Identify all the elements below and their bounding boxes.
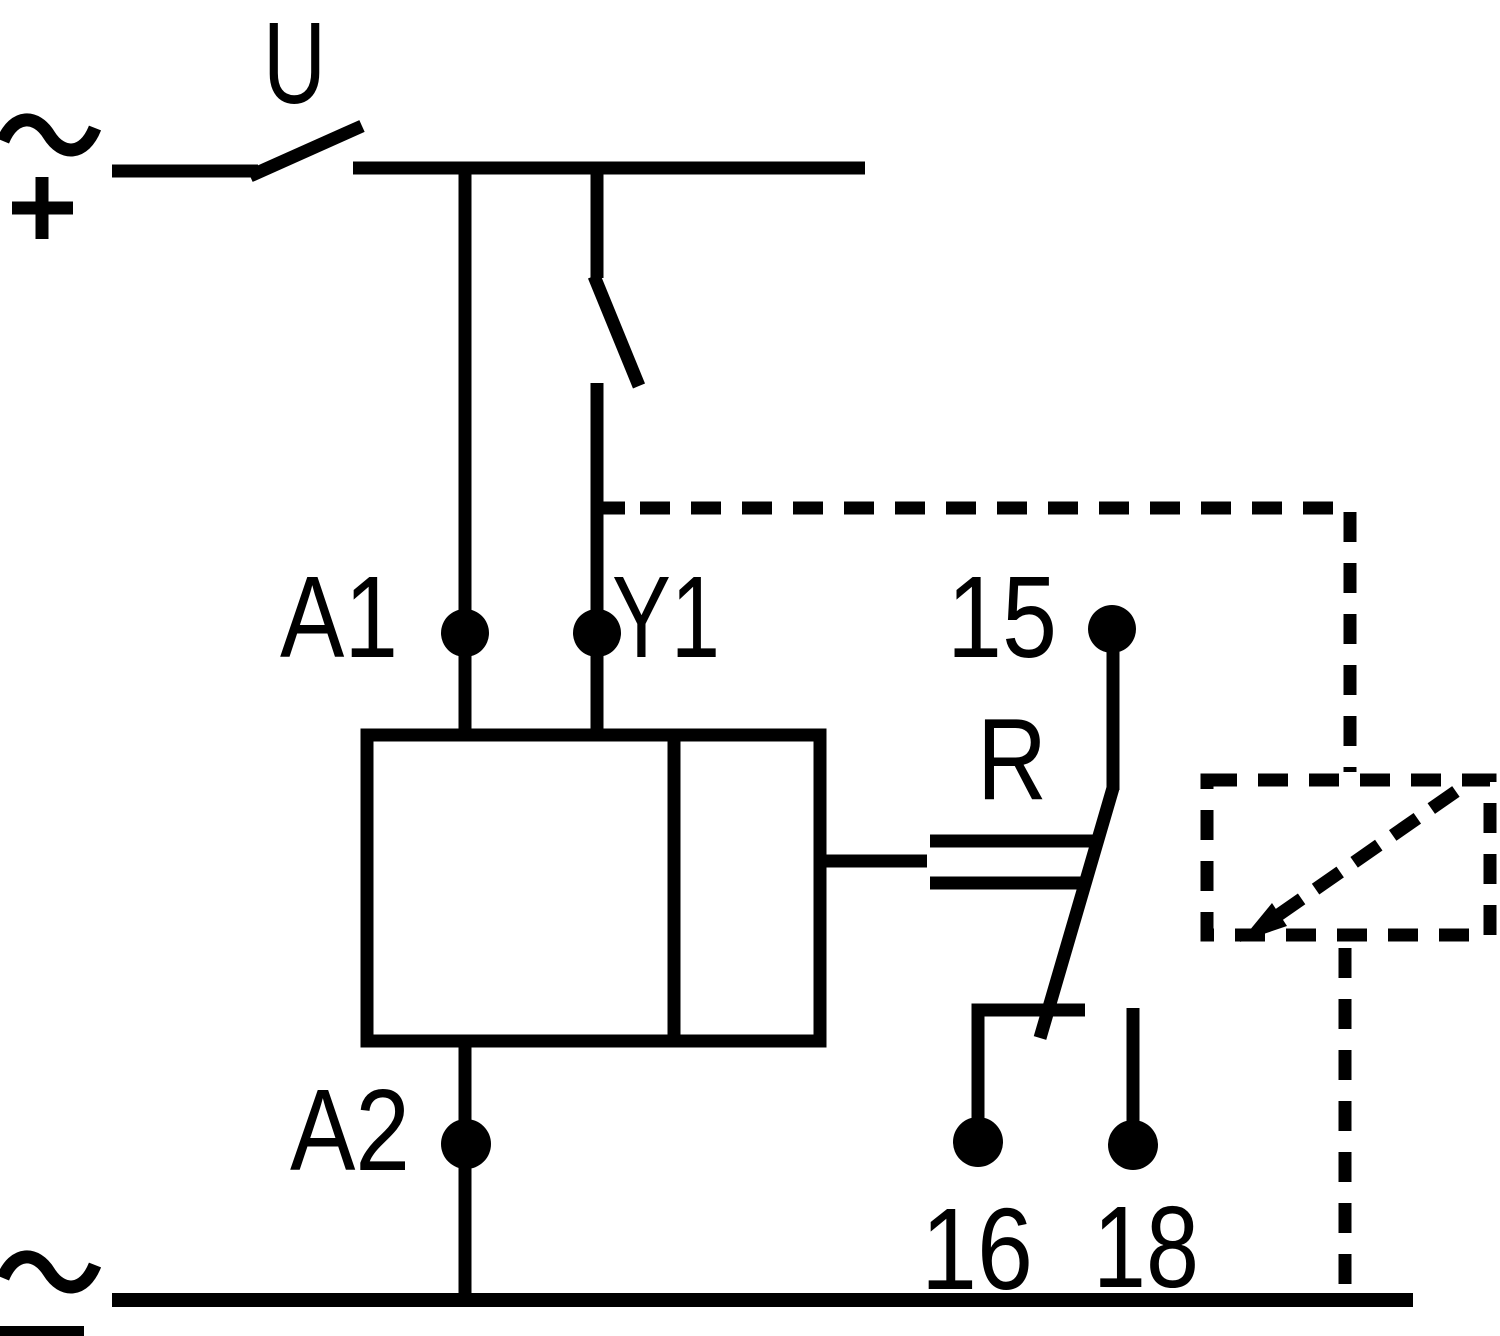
terminal-15-label: 15 [947, 552, 1057, 682]
terminal-a2-dot [441, 1119, 491, 1169]
terminal-16-label: 16 [921, 1184, 1033, 1314]
output-relay-box [1200, 773, 1497, 942]
y1-contact-blade [587, 273, 646, 389]
minus-sign-icon [0, 1326, 84, 1336]
terminal-18-label: 18 [1093, 1182, 1199, 1312]
ac-tilde-top-icon [0, 113, 102, 157]
terminal-y1-dot [573, 609, 621, 657]
contact-16-bracket [971, 1003, 1085, 1120]
terminal-16-dot [953, 1117, 1003, 1167]
output-relay-diagonal [1273, 777, 1472, 922]
terminal-a1-label: A1 [280, 552, 398, 682]
terminal-y1-label: Y1 [612, 552, 720, 682]
terminal-18-dot [1108, 1120, 1158, 1170]
reset-function-label: R [977, 694, 1047, 824]
output-relay-arrowhead-icon [1240, 903, 1287, 942]
terminal-a2-label: A2 [290, 1065, 410, 1195]
terminal-a1-dot [441, 609, 489, 657]
plus-sign-icon [12, 177, 73, 239]
terminal-15-dot [1088, 605, 1136, 653]
supply-switch-blade [247, 120, 365, 182]
ac-tilde-bottom-icon [0, 1250, 102, 1294]
contact-15-blade [1033, 786, 1120, 1040]
switch-u-label: U [263, 0, 326, 128]
timer-coil-box [360, 728, 827, 1048]
